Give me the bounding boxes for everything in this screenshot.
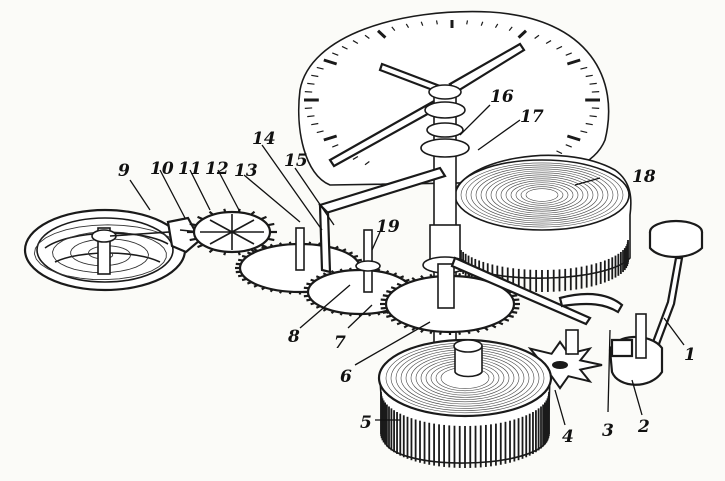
balance-wheel-9 [23,208,187,292]
barrel-wheel-5 [377,338,553,468]
label-15: 15 [284,151,308,171]
label-9: 9 [118,161,130,181]
label-10: 10 [150,159,174,179]
drum-rings [460,162,624,228]
leader-lines [129,104,685,426]
escape-wheel-11 [187,208,277,256]
cam-2 [608,313,664,386]
label-1: 1 [684,345,696,365]
label-18: 18 [632,167,656,187]
label-19: 19 [376,217,400,237]
hairspring [33,224,184,281]
label-5: 5 [360,413,372,433]
label-12: 12 [205,159,229,179]
winding-knob-1 [648,219,704,354]
lever-3 [558,292,624,355]
label-2: 2 [637,417,650,437]
label-14: 14 [252,129,276,149]
label-13: 13 [234,161,258,181]
wheel-6 [380,263,520,335]
gear-train [235,227,520,335]
label-7: 7 [334,333,346,353]
label-6: 6 [340,367,352,387]
label-17: 17 [520,107,544,127]
label-3: 3 [602,421,614,441]
label-16: 16 [490,87,514,107]
label-4: 4 [562,427,574,447]
central-arbor [420,84,470,419]
label-8: 8 [287,327,300,347]
part-labels: 9 10 11 12 13 14 15 16 17 18 19 8 7 6 5 … [118,87,696,447]
label-11: 11 [178,159,202,179]
